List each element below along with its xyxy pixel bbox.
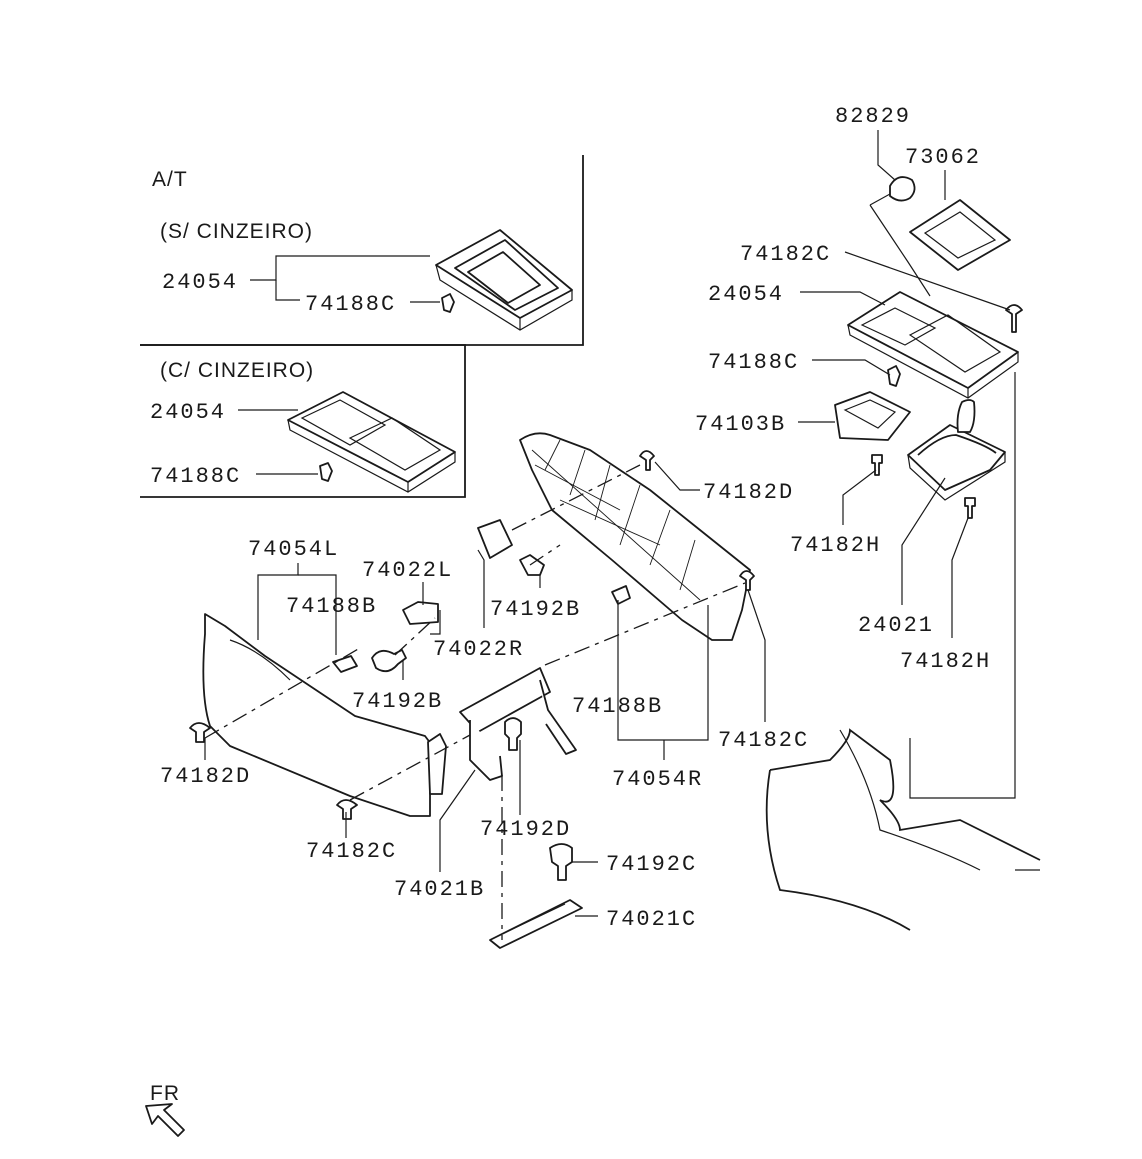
bolt-74182H-right[interactable] xyxy=(964,497,976,519)
bolt-74192D[interactable] xyxy=(504,717,522,751)
bolt-74192B-left[interactable] xyxy=(371,649,407,673)
alignment-lines xyxy=(204,464,746,940)
part-label-74054R[interactable]: 74054R xyxy=(612,767,703,792)
plate-74021C[interactable] xyxy=(489,899,583,949)
part-label-82829[interactable]: 82829 xyxy=(835,104,911,129)
part-label-74021C[interactable]: 74021C xyxy=(606,907,697,932)
inset-frames xyxy=(140,155,584,498)
section-at-label: A/T xyxy=(152,168,188,191)
section-com-cinzeiro-label: (C/ CINZEIRO) xyxy=(160,359,314,382)
part-label-74021B[interactable]: 74021B xyxy=(394,877,485,902)
console-tray-with-ashtray[interactable] xyxy=(287,391,456,493)
front-indicator-label: FR xyxy=(150,1082,180,1105)
part-label-74182D-left[interactable]: 74182D xyxy=(160,764,251,789)
section-headers: A/T (S/ CINZEIRO) (C/ CINZEIRO) xyxy=(152,168,314,382)
part-label-74188C-c[interactable]: 74188C xyxy=(150,464,241,489)
part-label-74188B-right[interactable]: 74188B xyxy=(572,694,663,719)
front-arrow-icon xyxy=(145,1103,185,1137)
part-label-74022R[interactable]: 74022R xyxy=(433,637,524,662)
clip-74188B-right[interactable] xyxy=(611,585,631,605)
shift-boot-24021[interactable] xyxy=(907,399,1006,501)
part-label-24054-s[interactable]: 24054 xyxy=(162,270,238,295)
part-label-74182H-right[interactable]: 74182H xyxy=(900,649,991,674)
part-label-74182H-left[interactable]: 74182H xyxy=(790,533,881,558)
floor-tunnel xyxy=(765,728,1041,931)
part-label-74103B[interactable]: 74103B xyxy=(695,412,786,437)
part-label-74188C-s[interactable]: 74188C xyxy=(305,292,396,317)
part-label-74192B-left[interactable]: 74192B xyxy=(352,689,443,714)
bolt-74182H-left[interactable] xyxy=(871,454,883,476)
part-label-24021[interactable]: 24021 xyxy=(858,613,934,638)
part-label-24054-main[interactable]: 24054 xyxy=(708,282,784,307)
screw-74182D-right[interactable] xyxy=(639,450,655,471)
nut-74192C[interactable] xyxy=(549,843,573,881)
part-label-74188C-main[interactable]: 74188C xyxy=(708,350,799,375)
bracket-74103B[interactable] xyxy=(834,391,911,441)
clip-74188C-s[interactable] xyxy=(441,293,455,313)
bracket-74021B[interactable] xyxy=(459,667,577,781)
clip-74188C-c[interactable] xyxy=(319,462,333,482)
console-tray-24054-main[interactable] xyxy=(847,291,1019,399)
shift-knob-82829[interactable] xyxy=(869,176,916,206)
part-label-74182C-right[interactable]: 74182C xyxy=(718,728,809,753)
part-label-74022L[interactable]: 74022L xyxy=(362,558,453,583)
bolt-74192B-mid[interactable] xyxy=(519,554,545,576)
console-tray-without-ashtray[interactable] xyxy=(435,229,573,331)
part-label-74182C-bottom[interactable]: 74182C xyxy=(306,839,397,864)
bracket-74022R[interactable] xyxy=(477,519,513,559)
part-label-24054-c[interactable]: 24054 xyxy=(150,400,226,425)
part-label-74192D[interactable]: 74192D xyxy=(480,817,571,842)
front-indicator: FR xyxy=(145,1082,185,1137)
part-label-74054L[interactable]: 74054L xyxy=(248,537,339,562)
side-panel-74054L[interactable] xyxy=(202,613,447,817)
screw-74182C-top[interactable] xyxy=(1005,304,1023,333)
section-sem-cinzeiro-label: (S/ CINZEIRO) xyxy=(160,220,313,243)
screw-74182D-left[interactable] xyxy=(189,722,211,743)
screw-74182C-bottom[interactable] xyxy=(336,799,358,820)
side-panel-74054R[interactable] xyxy=(519,432,751,641)
part-label-73062[interactable]: 73062 xyxy=(905,145,981,170)
part-label-74188B-left[interactable]: 74188B xyxy=(286,594,377,619)
leader-lines xyxy=(204,130,1016,917)
bracket-74022L[interactable] xyxy=(402,601,439,625)
shift-bezel-73062[interactable] xyxy=(909,199,1011,271)
part-labels: 82829 73062 74182C 24054 74188C 74103B 7… xyxy=(150,104,991,932)
part-label-74192B-mid[interactable]: 74192B xyxy=(490,597,581,622)
clip-74188B-left[interactable] xyxy=(332,655,358,673)
part-label-74192C[interactable]: 74192C xyxy=(606,852,697,877)
clip-74188C-main[interactable] xyxy=(887,365,901,387)
part-label-74182C-top[interactable]: 74182C xyxy=(740,242,831,267)
part-label-74182D-right[interactable]: 74182D xyxy=(703,480,794,505)
